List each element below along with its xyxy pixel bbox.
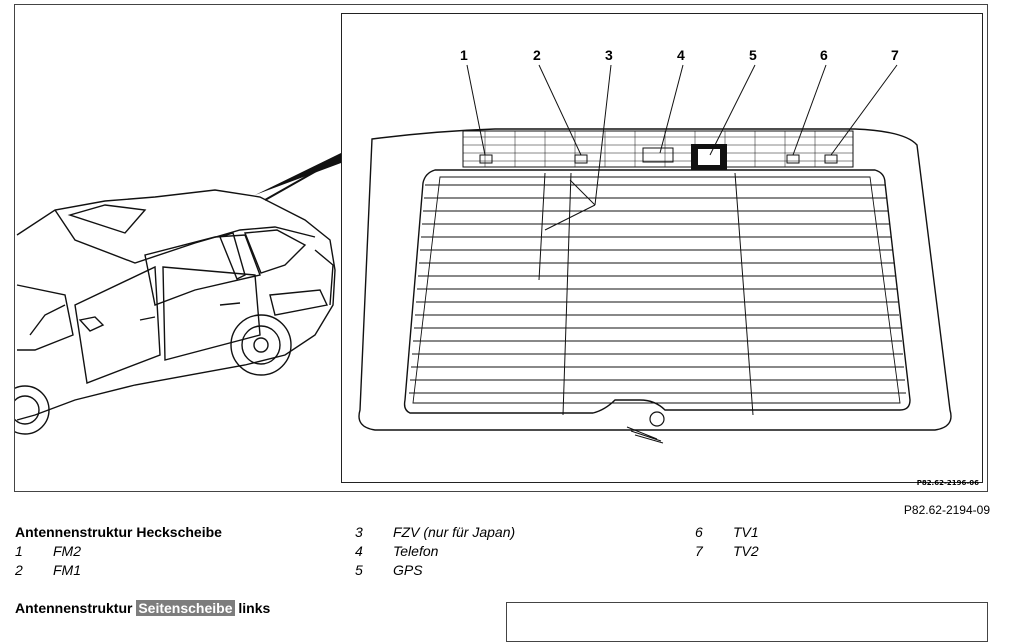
- legend-number: 5: [355, 562, 363, 578]
- legend-number: 6: [695, 524, 703, 540]
- callout-4: 4: [677, 47, 685, 63]
- legend-text: FM2: [53, 543, 81, 559]
- figure-reference: P82.62-2194-09: [903, 503, 990, 517]
- legend-text: TV1: [733, 524, 759, 540]
- callout-2: 2: [533, 47, 541, 63]
- section-title-side-window: Antennenstruktur Seitenscheibe links: [15, 600, 270, 616]
- drawing-id: P82.62-2196-06: [916, 479, 979, 487]
- legend-number: 2: [15, 562, 23, 578]
- legend-number: 1: [15, 543, 23, 559]
- legend-text: FZV (nur für Japan): [393, 524, 516, 540]
- legend-number: 3: [355, 524, 363, 540]
- callout-1: 1: [460, 47, 468, 63]
- car-illustration: [15, 64, 952, 444]
- callout-7: 7: [891, 47, 899, 63]
- legend-text: TV2: [733, 543, 759, 559]
- legend-title: Antennenstruktur Heckscheibe: [15, 524, 222, 540]
- legend-text: GPS: [393, 562, 423, 578]
- callout-5: 5: [749, 47, 757, 63]
- section-title-part: Antennenstruktur: [15, 600, 137, 616]
- legend-number: 7: [695, 543, 703, 559]
- search-highlight: Seitenscheibe: [136, 600, 235, 616]
- legend-text: FM1: [53, 562, 81, 578]
- next-figure-frame: [506, 602, 988, 642]
- callout-3: 3: [605, 47, 613, 63]
- callout-6: 6: [820, 47, 828, 63]
- figure-frame: 1 2 3 4 5 6 7 P82.62-2196-06: [14, 4, 988, 492]
- legend-number: 4: [355, 543, 363, 559]
- section-title-part: links: [234, 600, 271, 616]
- rear-window-frame: [341, 13, 983, 483]
- legend-text: Telefon: [393, 543, 439, 559]
